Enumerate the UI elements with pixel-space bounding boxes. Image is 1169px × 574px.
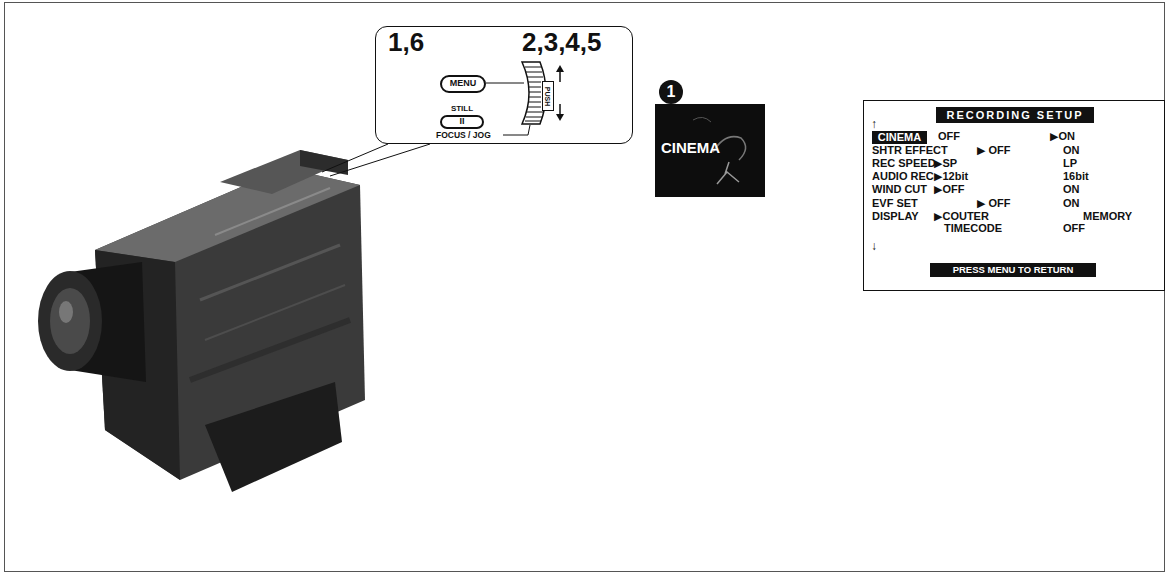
page-frame (5, 3, 1165, 572)
focus-jog-line (503, 125, 530, 135)
node-text: FOCUS / JOG (436, 131, 491, 140)
node-inner-box: RECORDING SETUP (936, 107, 1094, 123)
menu-cell: TIMECODE (944, 223, 1002, 234)
lens-highlight (59, 301, 73, 323)
screen-scribble (717, 162, 739, 184)
dial-ridge (525, 67, 541, 68)
node-box: ↑ ↓ RECORDING SETUP CINEMA PRESS MENU TO RET… (863, 100, 1165, 291)
menu-cell: WIND CUT (872, 184, 927, 195)
menu-cell: SHTR EFFECT (872, 145, 948, 156)
menu-cell: OFF (1063, 223, 1085, 234)
dial-ridge (525, 121, 541, 122)
node-text: 1 (667, 84, 676, 100)
menu-cell: ON (1063, 184, 1080, 195)
menu-cell: ▶COUTER (934, 211, 989, 222)
step-numbers: 2,3,4,5 (522, 29, 602, 55)
camcorder-illustration (38, 150, 365, 492)
menu-cell: ▶OFF (934, 184, 964, 195)
menu-cell: LP (1063, 158, 1077, 169)
node-text: II (459, 117, 464, 126)
node-text: RECORDING SETUP (947, 110, 1084, 121)
node-inner-box: PUSH (542, 81, 554, 111)
lens-glass (50, 288, 90, 354)
node-box: 1 (659, 80, 683, 104)
menu-cell: ON (1063, 145, 1080, 156)
node-box: 1,6 2,3,4,5FOCUS / JOG MENU STILL II PUSH (375, 26, 633, 144)
node-text: ↑ (871, 118, 877, 130)
dial-ridge (528, 107, 541, 108)
node-text: CINEMA (878, 132, 921, 143)
dial-ridge (529, 97, 541, 98)
node-text: STILL (451, 105, 473, 113)
menu-cell: EVF SET (872, 198, 918, 209)
leader-line (330, 144, 430, 176)
node-text: ↓ (871, 240, 877, 252)
menu-cell: REC SPEED (872, 158, 936, 169)
node-inner-box: CINEMA (872, 131, 927, 144)
node-inner-box: PRESS MENU TO RETURN (930, 263, 1096, 277)
dial-ridge (529, 102, 541, 103)
lens-front (38, 271, 102, 371)
menu-cell: AUDIO REC (872, 171, 934, 182)
node-inner-box: STILL II (438, 105, 486, 131)
menu-cell: ▶ON (1050, 131, 1075, 142)
menu-cell: ▶12bit (934, 171, 968, 182)
arrow-down-head (556, 114, 564, 121)
dial-ridge (526, 72, 542, 73)
menu-cell: ▶ OFF (977, 198, 1011, 209)
viewfinder (220, 150, 348, 194)
dial-ridge (526, 117, 542, 118)
dial-ridge (527, 77, 543, 78)
camera-grip (205, 382, 342, 492)
menu-cell: ▶ OFF (977, 145, 1011, 156)
leader-lines (322, 144, 430, 176)
menu-cell: 16bit (1063, 171, 1089, 182)
dial-ridge (527, 112, 543, 113)
dial-ridge (529, 92, 541, 93)
body-line (190, 320, 350, 380)
dial-ridge (529, 87, 541, 88)
body-line (200, 245, 340, 300)
dial-direction-arrows (556, 65, 564, 121)
menu-cell: MEMORY (1083, 211, 1132, 222)
menu-cell: ON (1063, 198, 1080, 209)
body-line (215, 188, 330, 235)
arrow-up-head (556, 65, 564, 72)
node-inner-box: MENU (440, 75, 486, 93)
menu-to-dial-line (486, 83, 524, 84)
menu-cell: OFF (938, 131, 960, 142)
node-text: PRESS MENU TO RETURN (953, 265, 1074, 275)
dial-ridge (528, 82, 541, 83)
screen-scribble (693, 117, 711, 122)
menu-cell: ▶SP (934, 158, 957, 169)
step-numbers: 1,6 (388, 29, 424, 55)
node-box: CINEMA (655, 104, 765, 197)
node-text: MENU (450, 79, 477, 88)
menu-cell: DISPLAY (872, 211, 919, 222)
node-text: PUSH (545, 86, 552, 105)
node-text: CINEMA (661, 140, 720, 155)
